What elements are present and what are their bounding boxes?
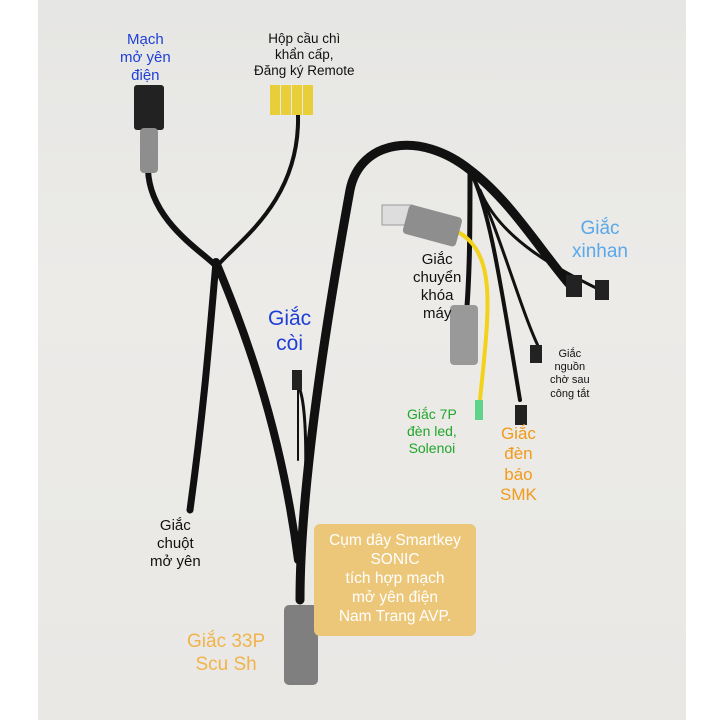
connector-mach-mo-yen bbox=[134, 85, 164, 130]
wire-trunk2 bbox=[298, 388, 308, 602]
wire-cau-chi bbox=[216, 113, 301, 267]
wire-main-left bbox=[186, 258, 220, 514]
connector-33p bbox=[284, 605, 318, 685]
fuse-box bbox=[270, 85, 313, 115]
wire-trunk bbox=[295, 140, 575, 605]
wire-mach-mo-yen bbox=[145, 167, 218, 268]
